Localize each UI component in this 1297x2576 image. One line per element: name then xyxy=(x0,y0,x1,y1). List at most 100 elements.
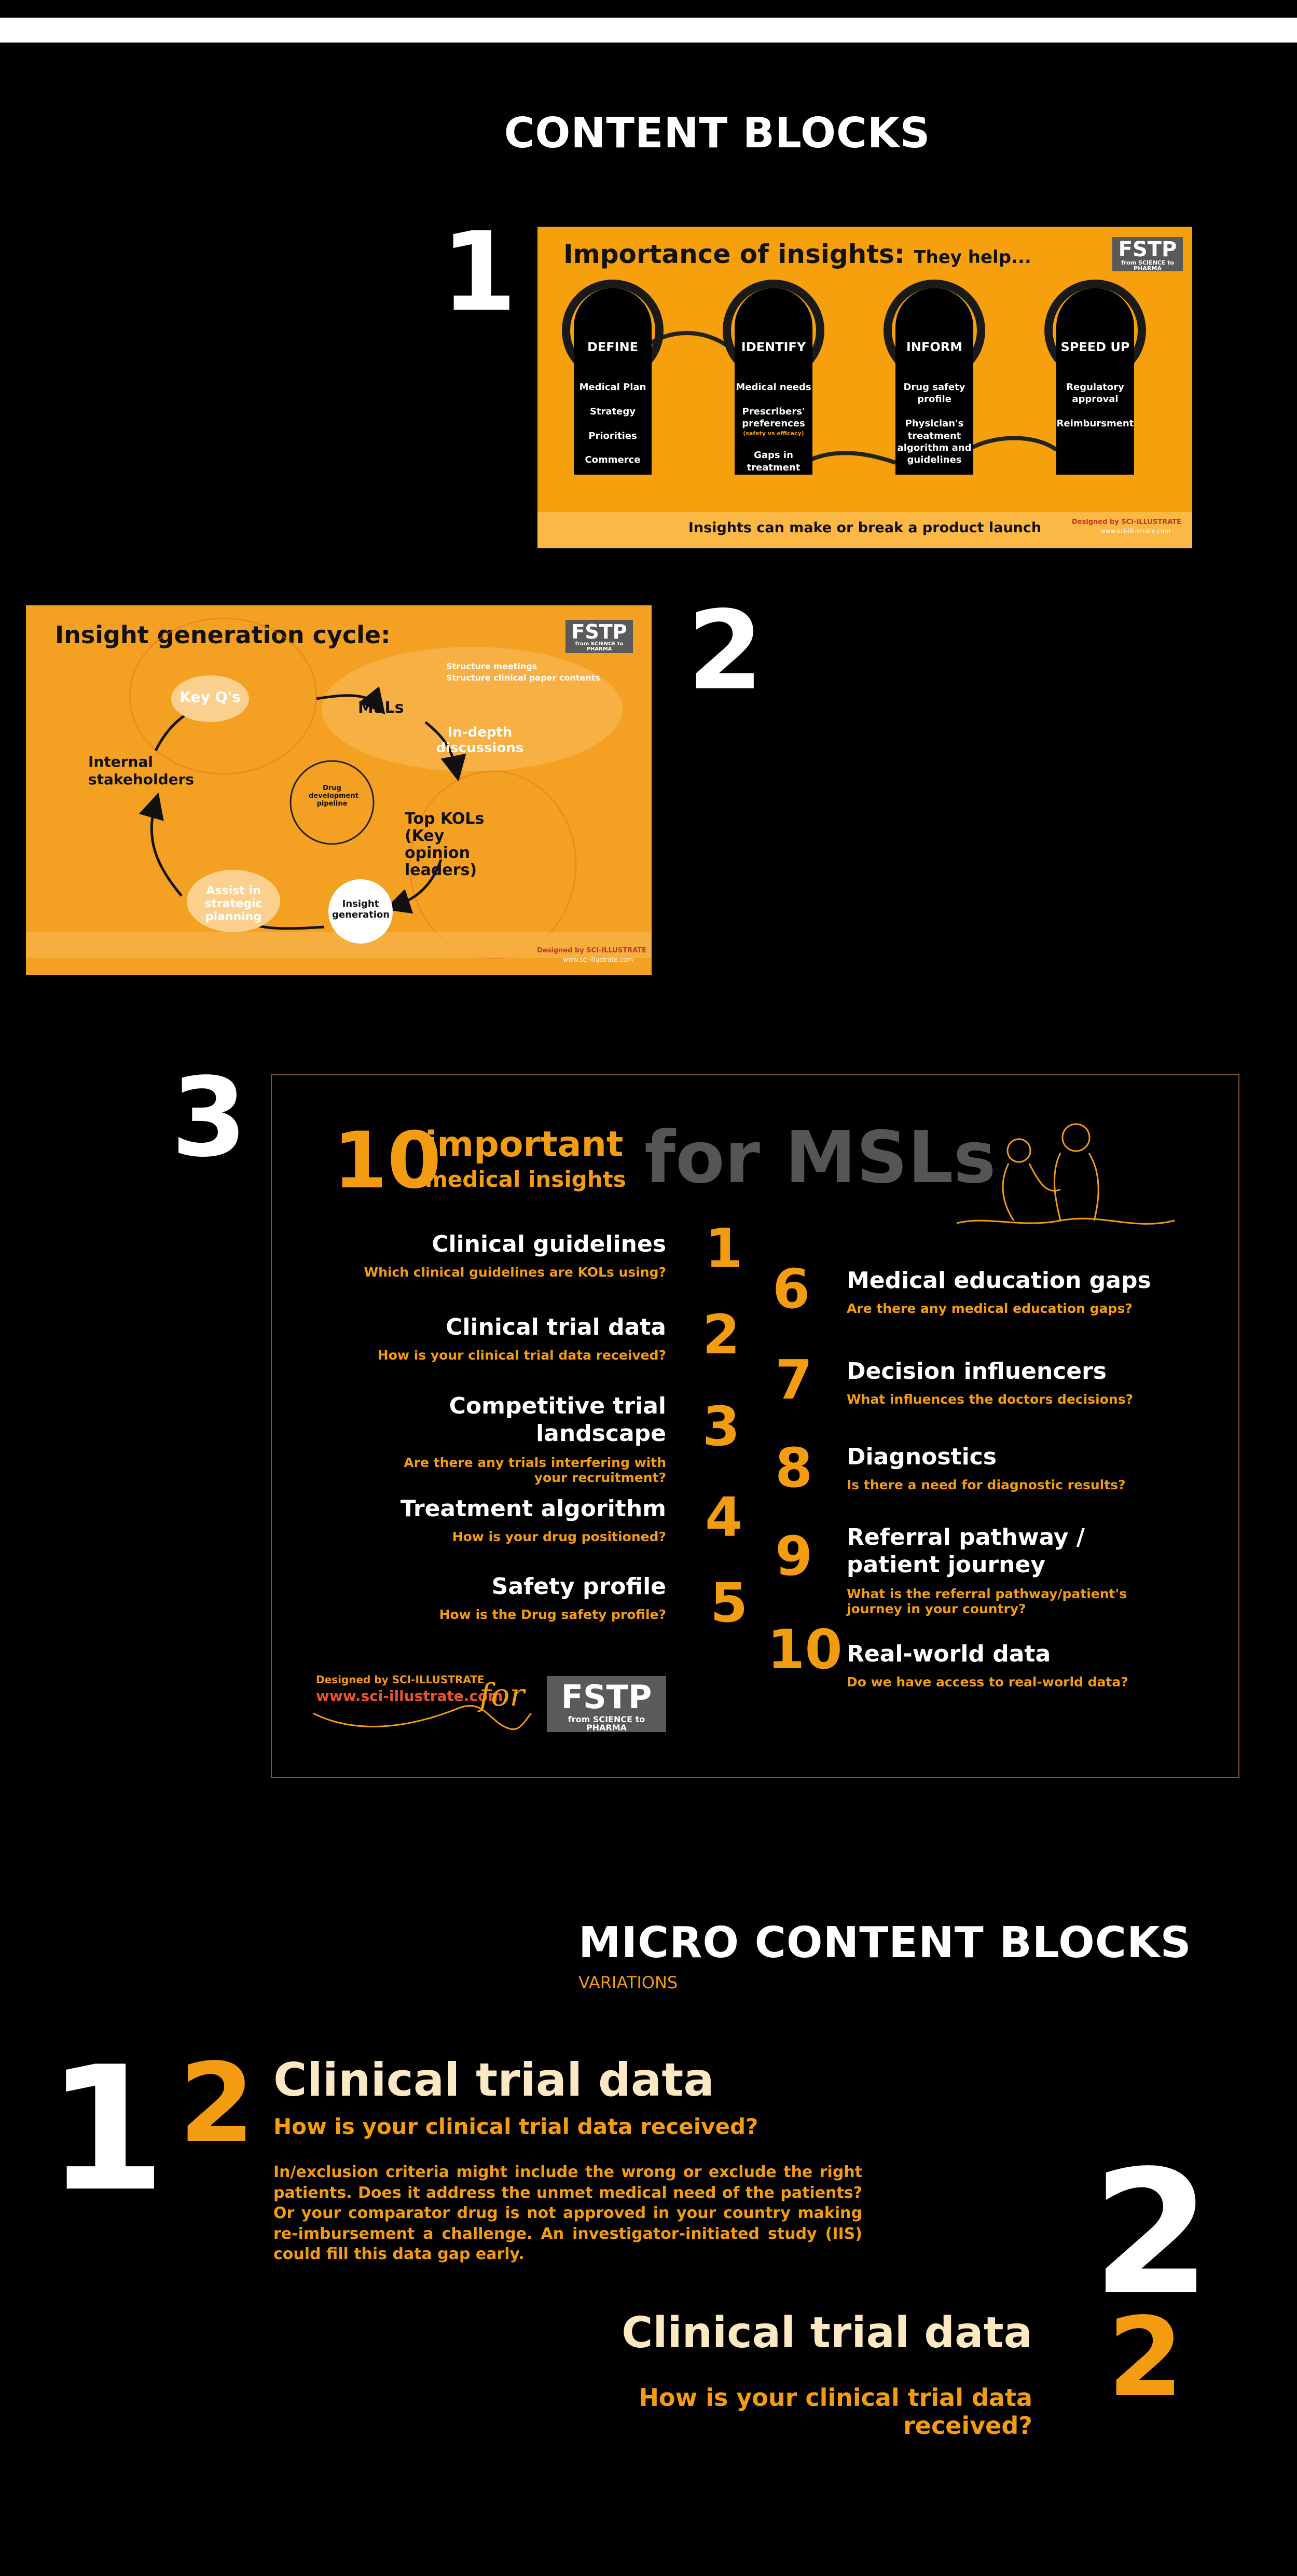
insight-number-5: 5 xyxy=(710,1571,748,1635)
insights-title-text: Importance of insights: xyxy=(563,239,905,269)
fstp-logo-text: FSTP xyxy=(561,1678,652,1716)
insights-footer: Insights can make or break a product lau… xyxy=(688,520,1042,536)
identify-item: Prescribers' preferences xyxy=(742,406,805,430)
insights-title-suffix: They help... xyxy=(914,247,1031,268)
msl-doctor-illustration xyxy=(957,1123,1175,1225)
insight-item-9: Referral pathway / patient journey What … xyxy=(847,1524,1137,1616)
speed-up-title: SPEED UP xyxy=(1060,340,1130,354)
insight-head: Referral pathway / patient journey xyxy=(847,1524,1085,1578)
speed-up-item: Regulatory approval xyxy=(1066,382,1124,405)
insight-head: Decision influencers xyxy=(847,1358,1107,1384)
define-item: Commerce xyxy=(585,454,641,466)
insight-head: Competitive trial landscape xyxy=(449,1393,666,1447)
insight-head: Treatment algorithm xyxy=(400,1495,666,1522)
cycle-credit-url: www.sci-illustrate.com xyxy=(563,956,633,963)
insights-footer-bar xyxy=(537,512,1192,548)
insight-item-5: Safety profile How is the Drug safety pr… xyxy=(324,1573,666,1622)
ten-insights-panel[interactable]: 10 important medical insights for MSLs C… xyxy=(271,1074,1239,1778)
insight-head: Clinical guidelines xyxy=(432,1231,666,1257)
node-drug-pipeline: Drug development pipeline xyxy=(309,784,358,808)
insight-item-10: Real-world data Do we have access to rea… xyxy=(847,1641,1210,1689)
insight-number-8: 8 xyxy=(775,1436,813,1500)
node-top-kols: Top KOLs (Key opinion leaders) xyxy=(405,810,485,879)
insight-sub: How is the Drug safety profile? xyxy=(439,1607,666,1622)
fstp-logo-sub: from SCIENCE to PHARMA xyxy=(575,641,624,652)
define-items: Medical Plan Strategy Priorities Commerc… xyxy=(574,381,652,466)
variation-number-1: 1 xyxy=(47,2030,166,2229)
insight-number-6: 6 xyxy=(772,1257,810,1321)
fstp-logo: FSTP from SCIENCE to PHARMA xyxy=(1112,237,1183,271)
identify-item: Medical needs xyxy=(736,382,811,393)
insight-head: Safety profile xyxy=(491,1573,666,1600)
variation1-body: In/exclusion criteria might include the … xyxy=(273,2163,862,2264)
insight-number-2: 2 xyxy=(702,1303,740,1366)
top-black-bar xyxy=(0,0,1297,18)
fstp-logo-text: FSTP xyxy=(1118,238,1177,261)
inform-item: Drug safety profile xyxy=(903,382,965,405)
block-number-3: 3 xyxy=(171,1054,247,1181)
insight-head: Medical education gaps xyxy=(847,1267,1151,1294)
variation1-question: How is your clinical trial data received… xyxy=(273,2114,758,2139)
insight-number-9: 9 xyxy=(775,1525,813,1588)
identify-column: IDENTIFY Medical needs Prescribers' pref… xyxy=(735,288,812,475)
insight-sub: How is your drug positioned? xyxy=(452,1529,666,1544)
insight-number-10: 10 xyxy=(767,1618,843,1681)
identify-items: Medical needs Prescribers' preferences (… xyxy=(735,381,812,474)
identify-item: Gaps in treatment xyxy=(747,450,801,473)
node-insight-generation: Insight generation xyxy=(332,898,390,920)
micro-title: MICRO CONTENT BLOCKS xyxy=(578,1918,1192,1968)
title-important: important xyxy=(425,1124,624,1165)
variation2-heading: Clinical trial data xyxy=(622,2308,1032,2358)
insight-item-8: Diagnostics Is there a need for diagnost… xyxy=(847,1444,1210,1492)
insight-generation-cycle-panel[interactable]: Insight generation cycle: FSTP from SCIE… xyxy=(26,605,652,975)
variation2-badge-2: 2 xyxy=(1108,2294,1184,2421)
insight-item-7: Decision influencers What influences the… xyxy=(847,1358,1210,1407)
speed-up-column: SPEED UP Regulatory approval Reimbursmen… xyxy=(1056,288,1134,475)
fstp-logo-text: FSTP xyxy=(571,620,627,643)
variation1-heading: Clinical trial data xyxy=(273,2053,714,2107)
node-msls: MSLs xyxy=(358,699,404,717)
signature-swoosh xyxy=(313,1705,532,1730)
variation-number-2: 2 xyxy=(1092,2134,1211,2333)
node-internal-stakeholders: Internal stakeholders xyxy=(88,753,195,788)
insight-number-4: 4 xyxy=(705,1486,743,1549)
define-column: DEFINE Medical Plan Strategy Priorities … xyxy=(574,288,652,475)
insight-head: Diagnostics xyxy=(847,1444,997,1470)
define-item: Medical Plan xyxy=(579,382,646,393)
node-key-q: Key Q's xyxy=(180,688,241,705)
node-structure-meetings: Structure meetings xyxy=(446,661,537,671)
title-ten: 10 xyxy=(333,1116,441,1206)
ten-credit: Designed by SCI-ILLUSTRATE xyxy=(316,1673,485,1686)
importance-of-insights-panel[interactable]: Importance of insights: They help... FST… xyxy=(537,227,1192,548)
insight-number-3: 3 xyxy=(702,1395,740,1458)
insight-item-6: Medical education gaps Are there any med… xyxy=(847,1267,1210,1316)
credit-for: for xyxy=(479,1677,525,1713)
block-number-2: 2 xyxy=(687,587,764,714)
insight-sub: Is there a need for diagnostic results? xyxy=(847,1477,1126,1492)
fstp-logo: FSTP from SCIENCE to PHARMA xyxy=(565,620,633,653)
fstp-logo-sub: from SCIENCE to PHARMA xyxy=(568,1714,645,1733)
speed-up-item: Reimbursment xyxy=(1056,418,1134,430)
cycle-credit: Designed by SCI-ILLUSTRATE xyxy=(537,947,646,954)
inform-column: INFORM Drug safety profile Physician's t… xyxy=(895,288,973,475)
insight-sub: Which clinical guidelines are KOLs using… xyxy=(364,1265,666,1280)
insight-sub: What is the referral pathway/patient's j… xyxy=(847,1586,1127,1616)
title-for-msls: for MSLs xyxy=(644,1116,996,1199)
define-title: DEFINE xyxy=(587,340,639,354)
cycle-title: Insight generation cycle: xyxy=(55,621,391,649)
node-structure-papers: Structure clinical paper contents xyxy=(446,673,600,683)
block-number-1: 1 xyxy=(441,209,517,336)
title-medical-insights: medical insights xyxy=(425,1167,626,1192)
page-title: CONTENT BLOCKS xyxy=(504,109,931,157)
insight-item-1: Clinical guidelines Which clinical guide… xyxy=(324,1231,666,1280)
insights-credit-url: www.sci-illustrate.com xyxy=(1100,528,1171,535)
variation1-badge-2: 2 xyxy=(179,2040,255,2167)
insight-sub: Are there any medical education gaps? xyxy=(847,1301,1133,1316)
insight-sub: How is your clinical trial data received… xyxy=(377,1348,666,1363)
insight-head: Real-world data xyxy=(847,1641,1051,1667)
insight-sub: What influences the doctors decisions? xyxy=(847,1392,1134,1407)
insight-head: Clinical trial data xyxy=(446,1314,666,1340)
cycle-diagram xyxy=(26,617,652,959)
insight-item-4: Treatment algorithm How is your drug pos… xyxy=(324,1495,666,1544)
variation2-question: How is your clinical trial data received… xyxy=(639,2384,1032,2440)
